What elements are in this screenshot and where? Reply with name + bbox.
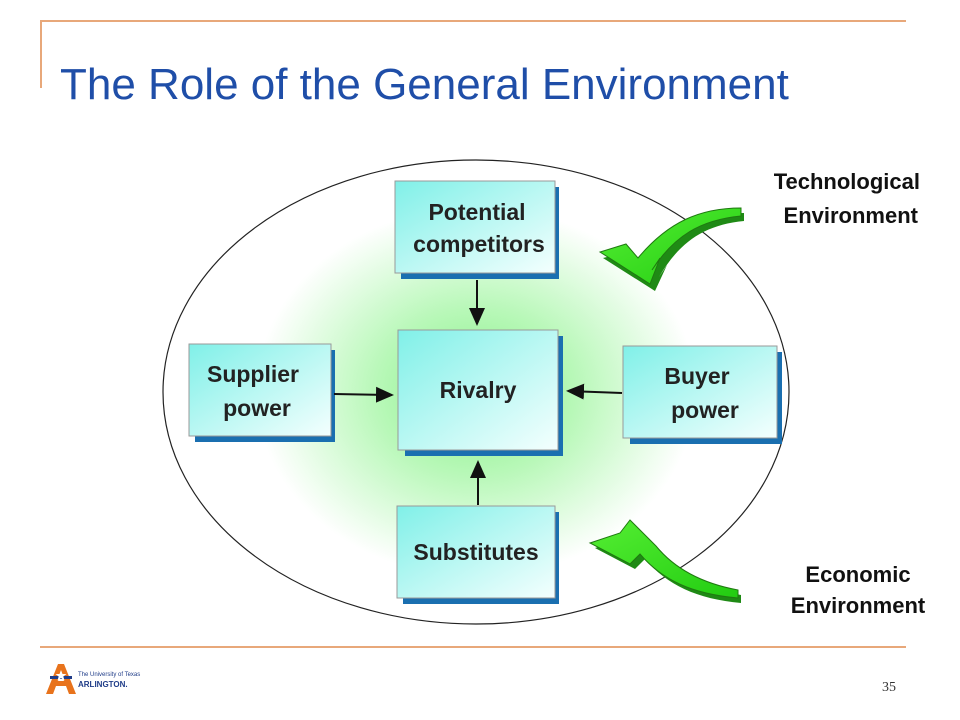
a-star-logo-icon: [46, 664, 76, 694]
potential-competitors-label-2: competitors: [413, 231, 545, 257]
buyer-power-label-2: power: [671, 397, 739, 423]
rivalry-box: Rivalry: [397, 329, 563, 456]
technological-label-1: Technological: [774, 169, 920, 194]
substitutes-box: Substitutes: [396, 505, 559, 604]
technological-label-2: Environment: [784, 203, 919, 228]
logo-line-2: ARLINGTON.: [78, 680, 128, 689]
page-number: 35: [882, 680, 896, 695]
economic-label-1: Economic: [805, 562, 910, 587]
economic-arrow-icon: [588, 519, 741, 603]
technological-arrow-icon: [598, 207, 744, 291]
logo-line-1: The University of Texas: [78, 672, 141, 678]
frame-left-line: [40, 20, 42, 88]
potential-competitors-label-1: Potential: [428, 199, 525, 225]
substitutes-label: Substitutes: [413, 539, 538, 565]
arrow-supplier-to-rivalry: [333, 386, 394, 403]
rivalry-label: Rivalry: [440, 377, 517, 403]
arrow-buyer-to-rivalry: [566, 383, 623, 400]
frame-bottom-line: [40, 646, 906, 648]
supplier-power-label-2: power: [223, 395, 291, 421]
frame-top-line: [40, 20, 906, 22]
economic-label-2: Environment: [791, 593, 926, 618]
potential-competitors-box: Potential competitors: [394, 180, 559, 279]
buyer-power-box: Buyer power: [622, 345, 782, 444]
university-logo: The University of Texas ARLINGTON.: [44, 662, 154, 698]
buyer-power-label-1: Buyer: [664, 363, 729, 389]
supplier-power-box: Supplier power: [188, 343, 335, 442]
supplier-power-label-1: Supplier: [207, 361, 299, 387]
slide-title: The Role of the General Environment: [60, 60, 789, 109]
